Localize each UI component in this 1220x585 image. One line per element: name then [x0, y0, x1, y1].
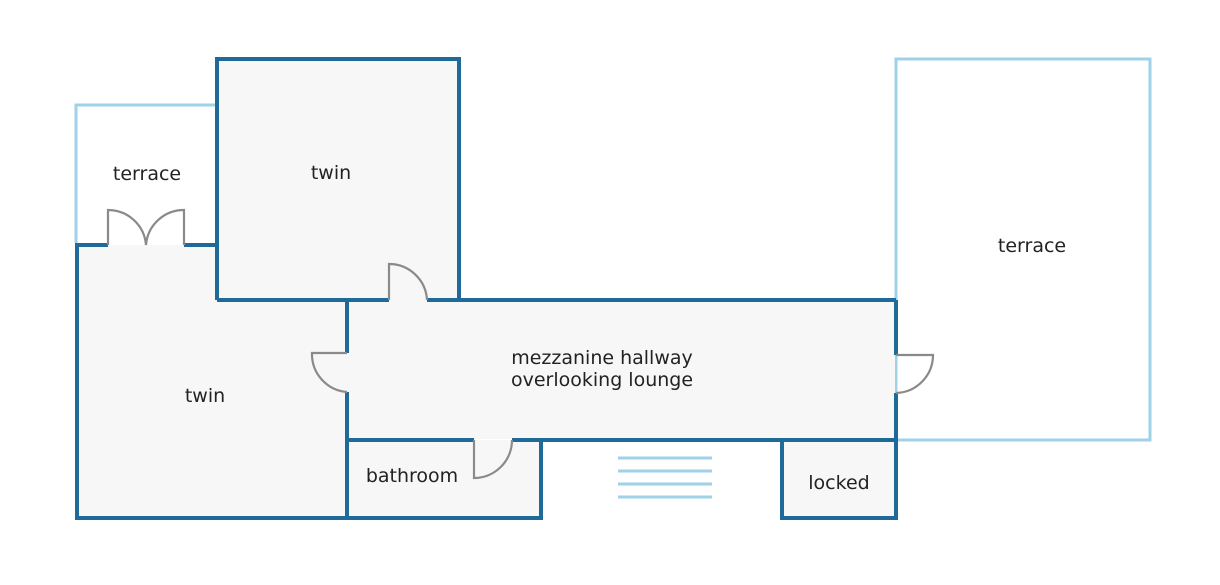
stairs [618, 456, 712, 499]
twin-left-door [310, 351, 348, 394]
twin-top-door [387, 262, 429, 301]
doors [106, 208, 935, 480]
hallway-label-line2: overlooking lounge [511, 369, 693, 391]
locked-label: locked [808, 472, 869, 494]
terrace-large-label: terrace [998, 235, 1066, 257]
twin-left-label: twin [185, 385, 225, 407]
hallway-room [347, 300, 895, 439]
terrace-door-left [106, 208, 148, 246]
locked-room [782, 440, 896, 518]
walls [75, 57, 898, 520]
twin-top-label: twin [311, 162, 351, 184]
terrace-large-door [895, 353, 935, 395]
bathroom-label: bathroom [366, 465, 458, 487]
bathroom-door [472, 439, 514, 480]
hallway-label-line1: mezzanine hallway [511, 347, 693, 369]
terrace-small-label: terrace [113, 163, 181, 185]
terrace-large-outline [894, 57, 1152, 442]
twin-left-room [77, 245, 347, 518]
terrace-door-right [144, 208, 186, 246]
